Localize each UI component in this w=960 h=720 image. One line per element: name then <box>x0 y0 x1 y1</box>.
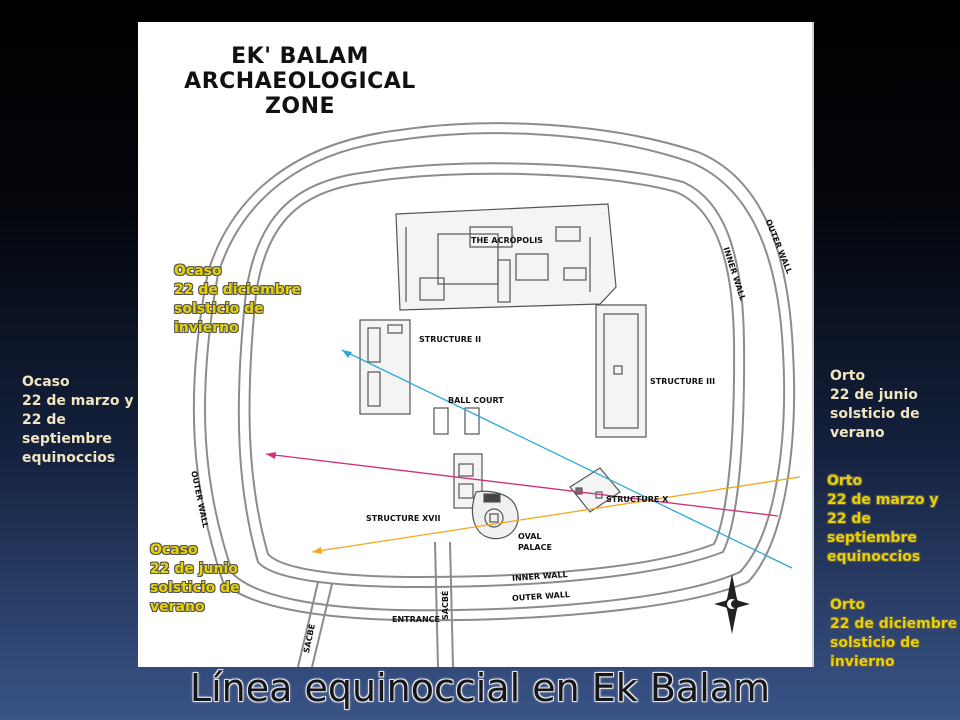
label-structure-iii: STRUCTURE III <box>650 377 716 386</box>
outer-wall <box>192 122 796 622</box>
label-structure-ii: STRUCTURE II <box>419 335 482 344</box>
map-title: EK' BALAM ARCHAEOLOGICAL ZONE <box>184 44 416 119</box>
note-ocaso-summer-solstice: Ocaso 22 de junio solsticio de verano <box>150 542 240 615</box>
oval-palace-plan <box>471 490 519 540</box>
note-orto-equinox: Orto 22 de marzo y 22 de septiembre equi… <box>827 473 939 565</box>
label-structure-x: STRUCTURE X <box>606 495 669 504</box>
compass-rose-icon <box>714 574 750 634</box>
site-plan-drawing <box>192 122 801 667</box>
site-map: EK' BALAM ARCHAEOLOGICAL ZONE THE ACRÓPO… <box>138 22 814 667</box>
label-sacbe-center: SACBÉ <box>441 590 450 620</box>
ball-court-plan <box>433 407 449 435</box>
winter-solstice-line <box>341 349 793 569</box>
note-orto-summer-solstice: Orto 22 de junio solsticio de verano <box>830 368 920 441</box>
inner-wall <box>237 162 746 589</box>
acropolis <box>395 203 617 311</box>
label-palace: PALACE <box>518 543 552 552</box>
label-oval: OVAL <box>518 532 542 541</box>
label-entrance: ENTRANCE <box>392 615 440 624</box>
slide-title: Línea equinoccial en Ek Balam <box>189 666 771 710</box>
note-ocaso-equinox: Ocaso 22 de marzo y 22 de septiembre equ… <box>22 374 134 466</box>
label-ball-court: BALL COURT <box>448 396 504 405</box>
equinox-line <box>265 453 779 517</box>
note-ocaso-winter-solstice: Ocaso 22 de diciembre solsticio de invie… <box>174 263 302 336</box>
summer-solstice-line <box>311 476 801 553</box>
label-structure-xvii: STRUCTURE XVII <box>366 514 441 523</box>
note-orto-winter-solstice: Orto 22 de diciembre solsticio de invier… <box>830 597 958 670</box>
label-acropolis: THE ACRÓPOLIS <box>471 236 543 245</box>
